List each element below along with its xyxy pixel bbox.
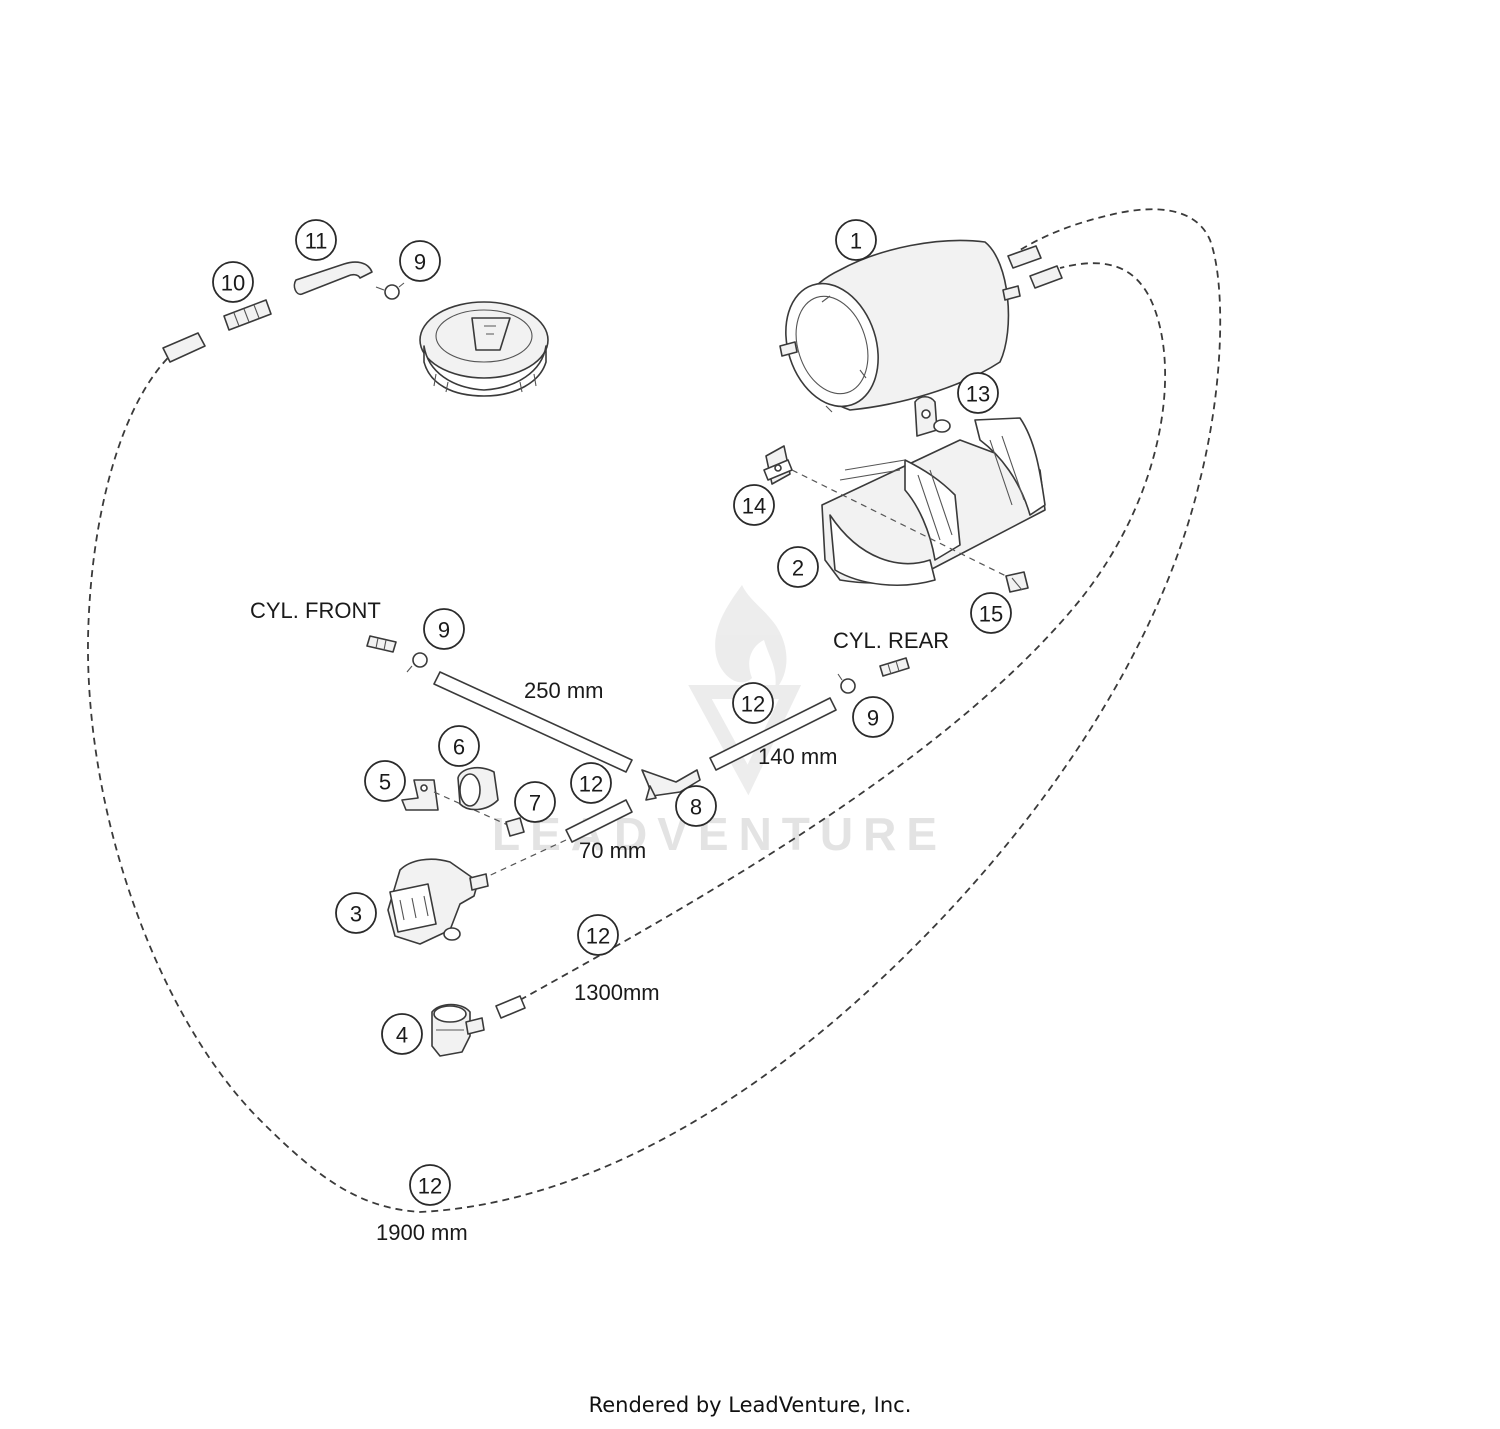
svg-text:5: 5 [379, 770, 391, 795]
hose-1900-line [87, 208, 1222, 1213]
footer-credit: Rendered by LeadVenture, Inc. [589, 1393, 912, 1417]
hose-250 [433, 671, 633, 773]
canister-bracket-2 [821, 395, 1046, 586]
callout-1: 1 [835, 219, 877, 261]
svg-text:12: 12 [579, 772, 603, 797]
callout-15: 15 [970, 592, 1012, 634]
bolt-15 [1005, 571, 1029, 593]
callout-9-front: 9 [423, 608, 465, 650]
label-length-250: 250 mm [524, 678, 603, 703]
svg-text:7: 7 [529, 791, 541, 816]
purge-valve-3 [387, 858, 489, 945]
clamp-9-front [406, 652, 428, 673]
callout-12-1900: 12 [409, 1164, 451, 1206]
watermark-text: LEADVENTURE [492, 808, 947, 860]
screw-13 [933, 419, 951, 433]
nipple-cyl-rear [879, 657, 910, 677]
svg-text:15: 15 [979, 602, 1003, 627]
callout-13: 13 [957, 372, 999, 414]
svg-text:13: 13 [966, 382, 990, 407]
hose-70 [565, 799, 633, 843]
label-length-1900: 1900 mm [376, 1220, 468, 1245]
callout-7: 7 [514, 781, 556, 823]
hose-1300-start [495, 995, 526, 1019]
svg-text:9: 9 [867, 706, 879, 731]
clip-5 [401, 779, 511, 827]
callout-4: 4 [381, 1013, 423, 1055]
fuel-cap [419, 301, 549, 397]
callout-12-1300: 12 [577, 914, 619, 956]
nut-7 [505, 817, 525, 837]
hose-70-dash [479, 839, 567, 881]
callout-3: 3 [335, 892, 377, 934]
hose-stub-top-left [162, 332, 206, 363]
label-cyl-front: CYL. FRONT [250, 598, 381, 623]
svg-text:9: 9 [414, 250, 426, 275]
svg-text:3: 3 [350, 902, 362, 927]
svg-text:12: 12 [586, 924, 610, 949]
callout-6: 6 [438, 725, 480, 767]
svg-text:2: 2 [792, 556, 804, 581]
canister-1 [779, 239, 1021, 413]
callout-10: 10 [212, 261, 254, 303]
svg-text:9: 9 [438, 618, 450, 643]
elbow-hose-11 [293, 261, 373, 296]
nipple-cyl-front [366, 635, 397, 653]
callout-12-70: 12 [570, 762, 612, 804]
rubber-mount-6 [457, 766, 499, 811]
svg-text:6: 6 [453, 735, 465, 760]
bracket-clip-14 [763, 445, 1011, 579]
label-cyl-rear: CYL. REAR [833, 628, 949, 653]
label-length-1300: 1300mm [574, 980, 660, 1005]
clamp-9-rear [837, 673, 856, 694]
callout-2: 2 [777, 546, 819, 588]
svg-text:14: 14 [742, 494, 766, 519]
svg-text:4: 4 [396, 1023, 408, 1048]
callout-9-top: 9 [399, 240, 441, 282]
svg-text:12: 12 [418, 1174, 442, 1199]
svg-text:10: 10 [221, 271, 245, 296]
svg-text:12: 12 [741, 692, 765, 717]
nipple-10 [223, 299, 272, 331]
svg-text:8: 8 [690, 795, 702, 820]
clamp-9-top [375, 282, 405, 300]
hose-1300-line [519, 262, 1167, 1001]
svg-text:11: 11 [305, 229, 328, 254]
callout-14: 14 [733, 484, 775, 526]
hose-140 [709, 697, 837, 771]
callout-9-rear: 9 [852, 696, 894, 738]
callout-8: 8 [675, 785, 717, 827]
label-length-70: 70 mm [579, 838, 646, 863]
callout-11: 11 [295, 219, 337, 261]
svg-text:1: 1 [850, 229, 862, 254]
hose-stubs-top-right [1007, 245, 1063, 289]
label-length-140: 140 mm [758, 744, 837, 769]
vent-valve-4 [431, 1003, 485, 1057]
callout-12-140: 12 [732, 682, 774, 724]
callout-5: 5 [364, 760, 406, 802]
